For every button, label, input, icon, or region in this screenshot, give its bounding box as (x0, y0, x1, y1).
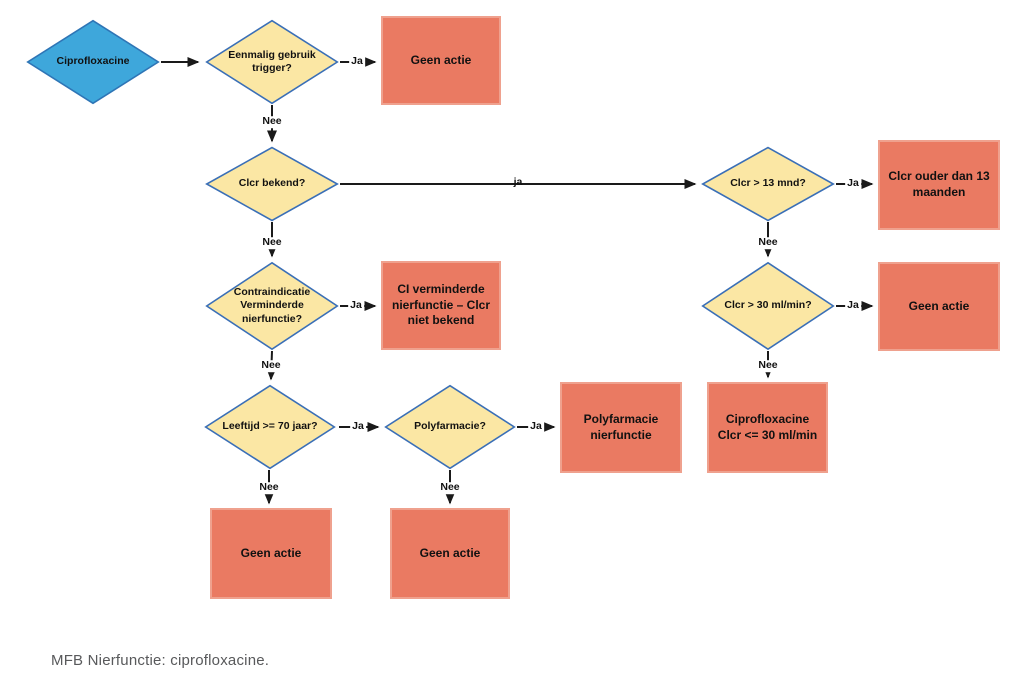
edge-label-ja: Ja (350, 420, 366, 433)
decision-clcr-30-ml-min: Clcr > 30 ml/min? (700, 261, 836, 351)
action-polyfarmacie-nierfunctie: Polyfarmacie nierfunctie (560, 382, 682, 473)
action-geen-actie-4: Geen actie (390, 508, 510, 599)
decision-clcr-bekend: Clcr bekend? (204, 146, 340, 222)
start-node-ciprofloxacine: Ciprofloxacine (25, 19, 161, 105)
decision-label: Leeftijd >= 70 jaar? (222, 420, 318, 433)
decision-label: Contraindicatie Verminderde nierfunctie? (233, 286, 311, 325)
action-geen-actie-1: Geen actie (381, 16, 501, 105)
action-label: Ciprofloxacine Clcr <= 30 ml/min (717, 411, 818, 442)
edge-label-nee: Nee (438, 481, 462, 494)
edge-label-ja-long: ja (513, 176, 523, 189)
decision-label: Eenmalig gebruik trigger? (228, 48, 316, 74)
action-ciprofloxacine-clcr-30: Ciprofloxacine Clcr <= 30 ml/min (707, 382, 828, 473)
diamond-shape (383, 384, 517, 470)
action-label: Geen actie (419, 545, 481, 560)
diamond-shape (204, 19, 340, 105)
diamond-shape (204, 261, 340, 351)
edge-label-nee: Nee (260, 236, 284, 249)
action-clcr-ouder-dan-13-maanden: Clcr ouder dan 13 maanden (878, 140, 1000, 230)
edge-label-nee: Nee (756, 359, 780, 372)
diamond-shape (203, 384, 337, 470)
decision-label: Clcr bekend? (238, 177, 306, 190)
decision-clcr-13-mnd: Clcr > 13 mnd? (700, 146, 836, 222)
diamond-shape (700, 261, 836, 351)
start-node-label: Ciprofloxacine (56, 55, 130, 68)
action-label: CI verminderde nierfunctie – Clcr niet b… (391, 282, 491, 328)
diamond-shape (25, 19, 161, 105)
decision-label: Clcr > 13 mnd? (730, 177, 806, 190)
decision-polyfarmacie: Polyfarmacie? (383, 384, 517, 470)
edge-label-ja: Ja (349, 55, 365, 68)
edge-label-nee: Nee (756, 236, 780, 249)
action-label: Geen actie (908, 298, 970, 313)
edge-label-ja: Ja (348, 299, 364, 312)
decision-leeftijd-70-jaar: Leeftijd >= 70 jaar? (203, 384, 337, 470)
edge-label-nee: Nee (259, 359, 283, 372)
action-label: Clcr ouder dan 13 maanden (888, 169, 990, 199)
action-label: Geen actie (410, 52, 472, 67)
action-geen-actie-3: Geen actie (210, 508, 332, 599)
diamond-shape (700, 146, 836, 222)
action-ci-verminderde-nierfunctie: CI verminderde nierfunctie – Clcr niet b… (381, 261, 501, 350)
decision-contraindicatie-nierfunctie: Contraindicatie Verminderde nierfunctie? (204, 261, 340, 351)
diamond-shape (204, 146, 340, 222)
decision-eenmalig-gebruik: Eenmalig gebruik trigger? (204, 19, 340, 105)
edge-label-ja: Ja (845, 299, 861, 312)
action-label: Polyfarmacie nierfunctie (583, 411, 659, 442)
decision-label: Clcr > 30 ml/min? (724, 299, 812, 312)
edge-label-ja: Ja (845, 177, 861, 190)
decision-label: Polyfarmacie? (414, 420, 486, 433)
edge-label-nee: Nee (257, 481, 281, 494)
action-geen-actie-2: Geen actie (878, 262, 1000, 351)
figure-caption: MFB Nierfunctie: ciprofloxacine. (51, 652, 270, 669)
edge-label-ja: Ja (528, 420, 544, 433)
edge-label-nee: Nee (260, 115, 284, 128)
action-label: Geen actie (240, 545, 302, 560)
